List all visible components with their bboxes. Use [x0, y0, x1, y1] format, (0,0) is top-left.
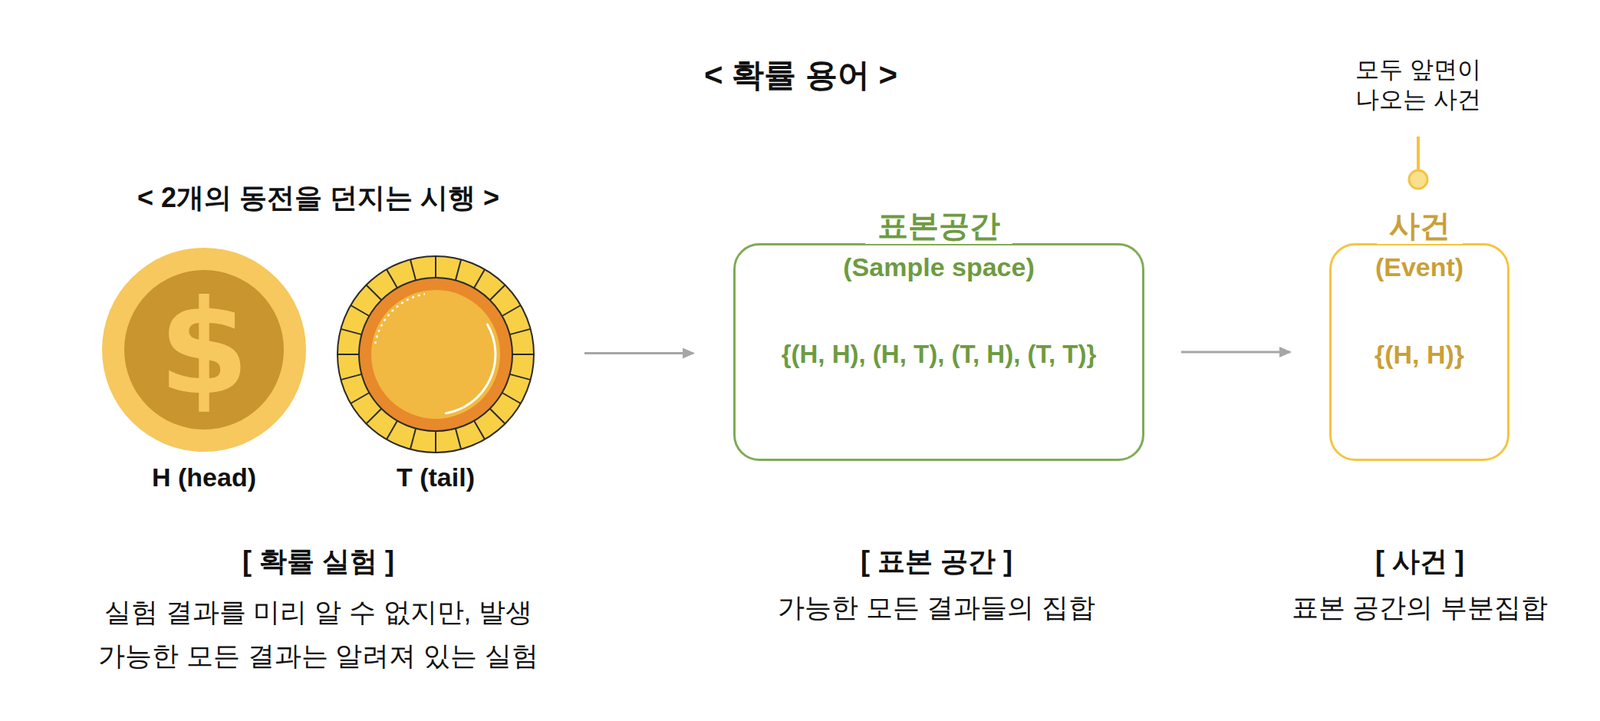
term-heading: [ 사건 ] [1375, 544, 1465, 578]
coin-face [371, 289, 501, 419]
coin-rim [337, 256, 534, 453]
coin-face [124, 269, 284, 430]
coin-label: H (head) [151, 461, 257, 494]
coin-highlight [446, 324, 496, 414]
box-heading: 사건 [1376, 207, 1463, 244]
term-description: 가능한 모든 결과들의 집합 [777, 591, 1096, 624]
box-subheading: (Event) [1375, 251, 1464, 284]
leader-line [1416, 136, 1420, 171]
callout-text: 모두 앞면이 나오는 사건 [1337, 55, 1499, 116]
diagram-title: < 확률 용어 > [704, 55, 898, 95]
coin-symbol: $ [158, 282, 250, 413]
leader-dot [1409, 170, 1428, 189]
term-heading: [ 확률 실험 ] [242, 544, 395, 578]
coin-head: $H (head) [102, 247, 307, 452]
coin-highlight [375, 293, 425, 344]
set-notation: {(H, H)} [1374, 339, 1465, 371]
flow-arrow [1181, 351, 1291, 354]
event-box: 사건(Event){(H, H)} [1329, 243, 1510, 461]
term-description: 실험 결과를 미리 알 수 없지만, 발생 가능한 모든 결과는 알려져 있는 … [72, 590, 564, 678]
coin-rim [102, 247, 307, 452]
box-heading: 표본공간 [865, 207, 1013, 244]
sample-space-box: 표본공간(Sample space){(H, H), (H, T), (T, H… [733, 243, 1145, 461]
coin-notches [337, 256, 534, 453]
coin-label: T (tail) [396, 461, 475, 494]
coin-tail: T (tail) [335, 254, 536, 455]
term-description: 표본 공간의 부분집합 [1291, 591, 1548, 624]
set-notation: {(H, H), (H, T), (T, H), (T, T)} [781, 339, 1097, 370]
term-heading: [ 표본 공간 ] [860, 544, 1013, 578]
flow-arrow [584, 352, 694, 355]
coin-ring [358, 277, 513, 432]
section-heading: < 2개의 동전을 던지는 시행 > [137, 181, 500, 214]
box-subheading: (Sample space) [842, 251, 1034, 284]
